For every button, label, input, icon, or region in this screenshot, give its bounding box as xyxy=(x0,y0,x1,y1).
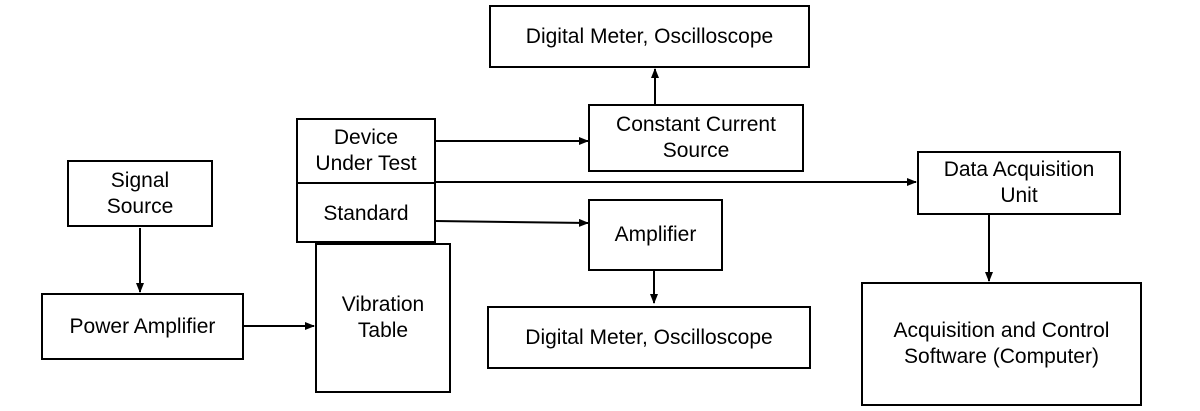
device-under-test-label: Device Under Test xyxy=(315,126,417,175)
data-acquisition-unit-box: Data Acquisition Unit xyxy=(917,151,1121,215)
signal-source-box: Signal Source xyxy=(67,160,213,227)
power-amplifier-box: Power Amplifier xyxy=(41,293,244,360)
vibration-table-label: Vibration Table xyxy=(341,293,425,342)
amplifier-label: Amplifier xyxy=(614,223,697,246)
constant-current-source-box: Constant Current Source xyxy=(588,104,804,172)
acquisition-software-box: Acquisition and Control Software (Comput… xyxy=(861,282,1142,406)
digital-meter-top-box: Digital Meter, Oscilloscope xyxy=(489,5,810,68)
dut-standard-box: Device Under Test Standard xyxy=(296,118,436,243)
acquisition-software-label: Acquisition and Control Software (Comput… xyxy=(893,319,1110,368)
standard-label: Standard xyxy=(323,201,409,225)
signal-source-label: Signal Source xyxy=(106,168,174,218)
data-acquisition-unit-label: Data Acquisition Unit xyxy=(943,158,1095,207)
amplifier-box: Amplifier xyxy=(588,199,723,271)
vibration-table-box: Vibration Table xyxy=(315,243,451,393)
constant-current-source-label: Constant Current Source xyxy=(616,113,776,162)
arrow-standard-to-amplifier xyxy=(434,218,589,227)
digital-meter-top-label: Digital Meter, Oscilloscope xyxy=(525,24,774,48)
digital-meter-bottom-box: Digital Meter, Oscilloscope xyxy=(487,306,811,369)
power-amplifier-label: Power Amplifier xyxy=(69,314,216,338)
digital-meter-bottom-label: Digital Meter, Oscilloscope xyxy=(525,325,773,349)
